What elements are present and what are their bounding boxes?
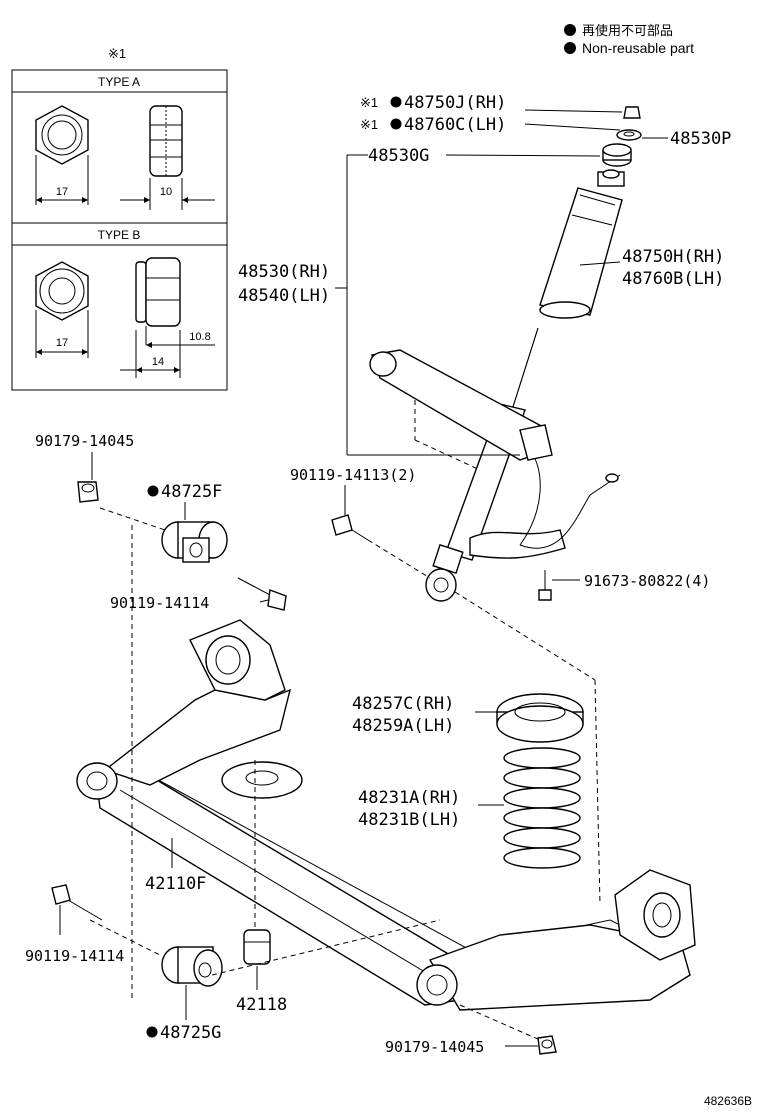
inset-mark: ※1	[108, 46, 126, 61]
label-48530p: 48530P	[670, 129, 731, 149]
label-48725f: 48725F	[161, 482, 222, 502]
label-48257c: 48257C(RH)	[352, 694, 454, 714]
type-b-width-dim: 17	[56, 337, 68, 349]
leader-lines	[59, 109, 668, 1047]
non-reusable-dot-icon	[390, 118, 402, 130]
type-a-height-dim: 10	[160, 186, 172, 198]
non-reusable-dot-icon	[147, 485, 159, 497]
part-labels: ※1 48750J(RH) ※1 48760C(LH) 48530P 48530…	[25, 93, 731, 1056]
mark-48750j: ※1	[360, 95, 378, 110]
label-91673: 91673-80822(4)	[584, 572, 710, 590]
legend-jp: 再使用不可部品	[582, 23, 673, 38]
label-42110f: 42110F	[145, 874, 206, 894]
type-a-width-dim: 17	[56, 186, 68, 198]
nut-90179-top	[77, 481, 99, 503]
non-reusable-dot-icon	[146, 1026, 158, 1038]
bushing-48725f	[161, 521, 228, 563]
bushing-48725g	[161, 946, 223, 987]
bolt-90119-14114-top	[237, 577, 287, 611]
legend-en: Non-reusable part	[582, 40, 694, 56]
label-48530: 48530(RH)	[238, 262, 330, 282]
nut-type-inset: ※1 TYPE A TYPE B 17	[11, 46, 228, 391]
spring-insulator	[496, 693, 584, 743]
label-90179-top: 90179-14045	[35, 432, 134, 450]
type-b-nut-front: 17	[35, 261, 89, 358]
type-b-height-dim: 14	[152, 356, 164, 368]
legend: 再使用不可部品 Non-reusable part	[564, 23, 694, 56]
label-90119-top: 90119-14114	[110, 594, 209, 612]
stopper-42118	[243, 929, 271, 965]
non-reusable-dot-icon	[564, 42, 576, 54]
type-a-nut-front: 17	[35, 105, 89, 205]
label-48760c: 48760C(LH)	[404, 115, 506, 135]
assembly-lines	[89, 507, 601, 1041]
label-48530g: 48530G	[368, 146, 429, 166]
figure-id: 482636B	[704, 1094, 752, 1108]
label-48725g: 48725G	[160, 1023, 221, 1043]
label-48750h: 48750H(RH)	[622, 247, 724, 267]
label-42118: 42118	[236, 995, 287, 1015]
non-reusable-dot-icon	[564, 24, 576, 36]
mark-48760c: ※1	[360, 117, 378, 132]
label-90119-14113: 90119-14113(2)	[290, 466, 416, 484]
rear-axle-beam	[76, 619, 696, 1011]
coil-spring	[503, 747, 581, 869]
type-b-title: TYPE B	[98, 228, 141, 242]
type-b-flange-dim: 10.8	[189, 331, 210, 343]
label-48760b: 48760B(LH)	[622, 269, 724, 289]
label-48750j: 48750J(RH)	[404, 93, 506, 113]
non-reusable-dot-icon	[390, 96, 402, 108]
label-90179-bottom: 90179-14045	[385, 1038, 484, 1056]
type-a-title: TYPE A	[98, 75, 140, 89]
type-a-nut-side: 10	[120, 105, 215, 210]
label-90119-bottom: 90119-14114	[25, 947, 124, 965]
nut-90179-bottom	[537, 1035, 557, 1055]
label-48231b: 48231B(LH)	[358, 810, 460, 830]
shock-absorber-assembly	[331, 106, 642, 602]
bolt-90119-14114-bottom	[51, 884, 103, 921]
label-48540: 48540(LH)	[238, 286, 330, 306]
label-48231a: 48231A(RH)	[358, 788, 460, 808]
label-48259a: 48259A(LH)	[352, 716, 454, 736]
type-b-nut-side: 14 10.8	[120, 257, 215, 378]
